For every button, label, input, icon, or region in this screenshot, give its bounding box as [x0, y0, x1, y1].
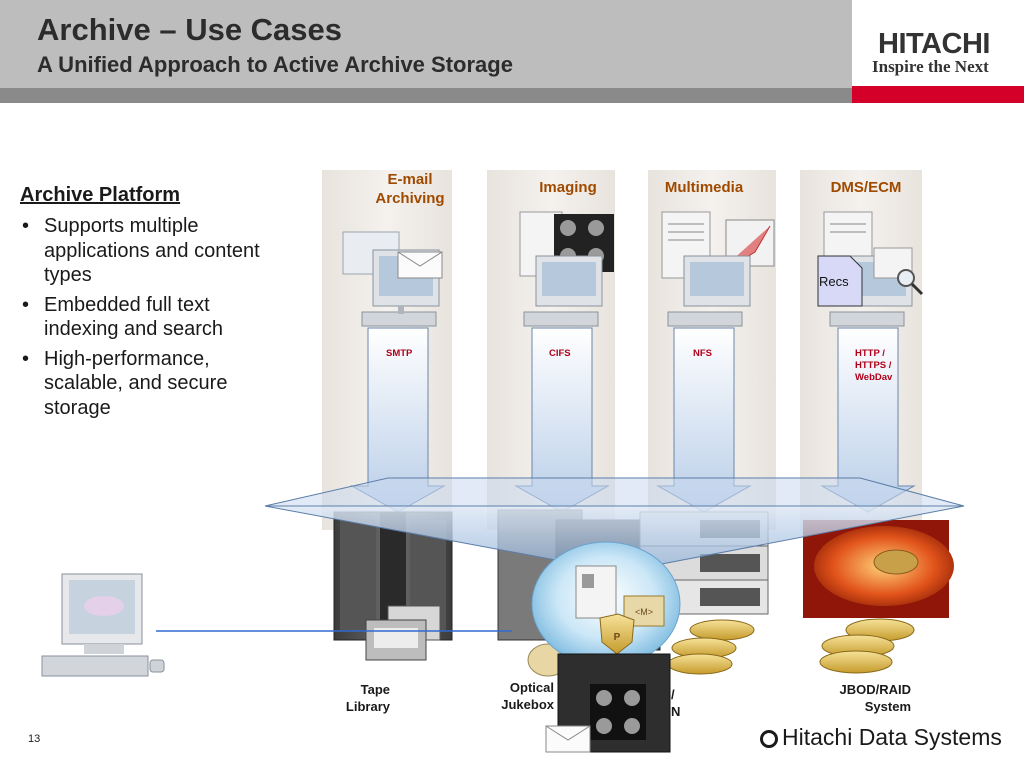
column-label-line: Archiving: [375, 190, 445, 207]
protocol-http: HTTP / HTTPS / WebDav: [855, 348, 892, 384]
hds-company-name: Hitachi Data Systems: [782, 724, 1002, 750]
tier-label-line: System: [864, 699, 911, 714]
funnel-collector: [264, 477, 965, 573]
tier-label-jbod-raid: JBOD/RAID System: [820, 681, 911, 715]
archive-platform-heading: Archive Platform: [20, 184, 181, 206]
hitachi-tagline: Inspire the Next: [872, 57, 989, 76]
hds-footer-logo: Hitachi Data Systems: [760, 724, 1002, 751]
svg-text:P: P: [614, 632, 621, 643]
jbod-raid-icon: [803, 520, 954, 674]
column-label-email: E-mail Archiving: [358, 170, 462, 208]
slide-subtitle: A Unified Approach to Active Archive Sto…: [37, 52, 513, 77]
tier-label-nas-san: / N: [671, 686, 691, 720]
protocol-line: HTTP /: [855, 348, 885, 359]
imaging-workstation-icon: [519, 211, 614, 327]
tier-label-line: Optical: [509, 680, 554, 695]
tape-library-icon: [333, 511, 453, 661]
tier-label-line: Library: [345, 699, 390, 714]
client-workstation-icon: [41, 573, 165, 677]
logo-red-bar: [852, 86, 1024, 103]
tier-label-line: JBOD/RAID: [839, 682, 911, 697]
email-workstation-icon: [342, 231, 443, 327]
tier-label-line: Tape: [360, 682, 390, 697]
slide-title: Archive – Use Cases: [37, 12, 343, 47]
header-underline: [0, 88, 852, 103]
tier-label-line: /: [671, 687, 675, 702]
protocol-line: HTTPS /: [855, 360, 892, 371]
protocol-smtp: SMTP: [386, 348, 413, 359]
column-label-multimedia: Multimedia: [664, 179, 744, 196]
protocol-cifs: CIFS: [549, 348, 571, 359]
tier-label-line: N: [671, 704, 681, 719]
bullet-item: Supports multiple applications and conte…: [20, 214, 280, 288]
bullet-item: High-performance, scalable, and secure s…: [20, 347, 280, 421]
platform-bullet-list: Supports multiple applications and conte…: [20, 214, 280, 425]
header-band: [0, 0, 852, 88]
column-label-line: E-mail: [387, 171, 433, 188]
server-rack-icon: [545, 653, 671, 753]
dms-workstation-icon: [817, 211, 924, 327]
bullet-item: Embedded full text indexing and search: [20, 293, 280, 342]
hds-logo-icon: [760, 730, 778, 748]
tier-label-optical: Optical Jukebox: [484, 679, 554, 713]
column-label-dms: DMS/ECM: [830, 179, 902, 196]
recs-document-label: Recs: [819, 274, 849, 289]
tier-label-tape: Tape Library: [330, 681, 390, 715]
hitachi-logo: HITACHI: [878, 28, 990, 60]
protocol-line: WebDav: [855, 372, 893, 383]
page-number: 13: [28, 733, 41, 745]
column-label-imaging: Imaging: [539, 179, 597, 196]
tier-label-line: Jukebox: [501, 697, 554, 712]
multimedia-workstation-icon: [661, 211, 775, 327]
logo-area: [852, 0, 1024, 86]
protocol-nfs: NFS: [693, 348, 712, 359]
archive-platform-sphere-icon: <M> P: [531, 541, 681, 667]
svg-text:<M>: <M>: [635, 607, 653, 617]
